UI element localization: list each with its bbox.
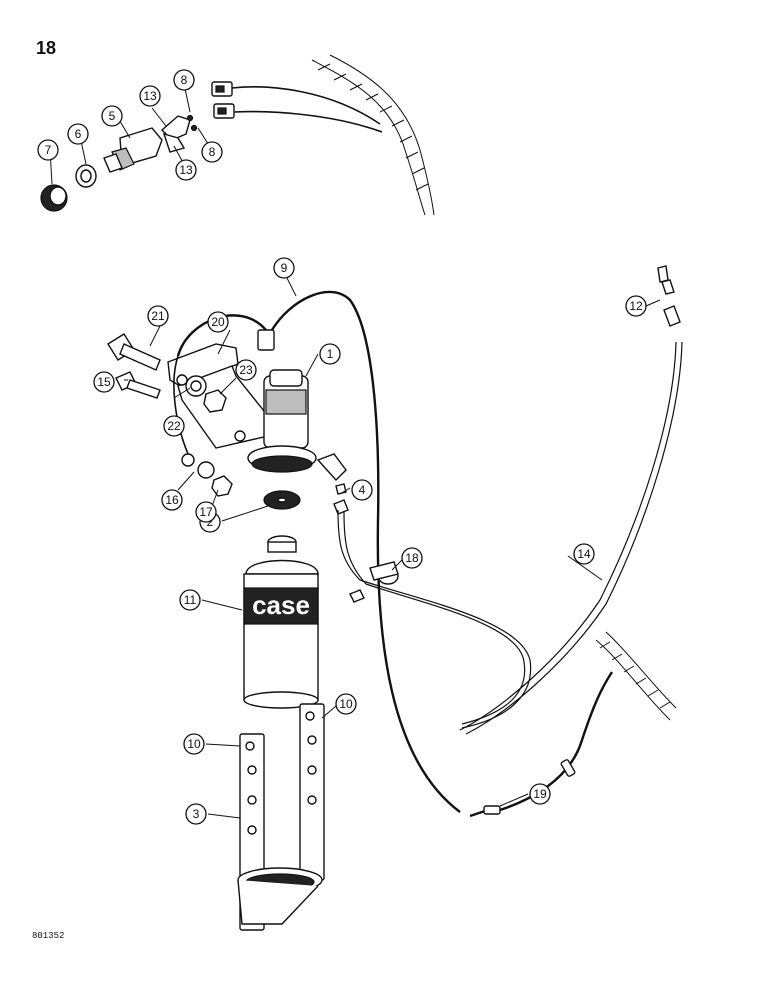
callout-19-label: 19 <box>533 787 547 801</box>
callout-7-label: 7 <box>45 143 52 157</box>
callout-1: 1 <box>319 343 341 365</box>
callout-7: 7 <box>37 139 59 161</box>
callout-4-label: 4 <box>359 483 366 497</box>
callout-20-label: 20 <box>211 315 225 329</box>
pressure-switch-assembly <box>40 81 235 212</box>
callout-8-lower: 8 <box>201 141 223 163</box>
callout-15-label: 15 <box>97 375 111 389</box>
callout-2-label: 2 <box>207 515 214 529</box>
callout-21: 21 <box>147 305 169 327</box>
feed-tube <box>337 509 532 729</box>
leader-lines <box>49 83 661 819</box>
callout-10-right: 10 <box>335 693 357 715</box>
clamp-18 <box>369 561 399 581</box>
callout-19: 19 <box>529 783 551 805</box>
callout-15: 15 <box>93 371 115 393</box>
can-brand-label: case <box>252 590 310 620</box>
wire-harness-9 <box>176 290 613 818</box>
callout-21-label: 21 <box>151 309 165 323</box>
callout-5-label: 5 <box>109 109 116 123</box>
callout-11-label: 11 <box>184 593 197 607</box>
ether-canister: case <box>243 535 319 709</box>
callout-20: 20 <box>207 311 229 333</box>
callout-13-lower: 13 <box>175 159 197 181</box>
callout-3: 3 <box>185 803 207 825</box>
callout-6: 6 <box>67 123 89 145</box>
callout-5: 5 <box>101 105 123 127</box>
callout-10-left-label: 10 <box>187 737 201 751</box>
callout-17-label: 17 <box>199 505 213 519</box>
callout-8-upper-label: 8 <box>181 73 188 87</box>
callout-16-label: 16 <box>165 493 179 507</box>
page-number: 18 <box>36 38 57 58</box>
upper-harness <box>231 54 435 216</box>
callout-10-left: 10 <box>183 733 205 755</box>
canister-bracket <box>237 703 325 931</box>
figure-code: 801352 <box>32 931 65 941</box>
callout-9-label: 9 <box>281 261 288 275</box>
callout-13-upper-label: 13 <box>143 89 157 103</box>
callout-22-label: 22 <box>167 419 181 433</box>
callout-1-label: 1 <box>327 347 334 361</box>
callout-14: 14 <box>573 543 595 565</box>
callout-10-right-label: 10 <box>339 697 353 711</box>
callout-17: 17 <box>195 501 217 523</box>
callout-23: 23 <box>235 359 257 381</box>
callout-4: 4 <box>351 479 373 501</box>
callout-8-lower-label: 8 <box>209 145 216 159</box>
callout-12: 12 <box>625 295 647 317</box>
line-14 <box>459 265 683 735</box>
callout-16: 16 <box>161 489 183 511</box>
callout-8-upper: 8 <box>173 69 195 91</box>
callout-22: 22 <box>163 415 185 437</box>
callout-23-label: 23 <box>239 363 253 377</box>
callout-11: 11 <box>179 589 201 611</box>
starting-aid-valve-assembly <box>107 333 349 515</box>
callout-13-upper: 13 <box>139 85 161 107</box>
callout-9: 9 <box>273 257 295 279</box>
lower-harness <box>595 631 677 721</box>
callout-18-label: 18 <box>405 551 419 565</box>
callout-6-label: 6 <box>75 127 82 141</box>
callout-13-lower-label: 13 <box>179 163 193 177</box>
callout-3-label: 3 <box>193 807 200 821</box>
callout-18: 18 <box>401 547 423 569</box>
callout-12-label: 12 <box>629 299 643 313</box>
callout-14-label: 14 <box>577 547 591 561</box>
